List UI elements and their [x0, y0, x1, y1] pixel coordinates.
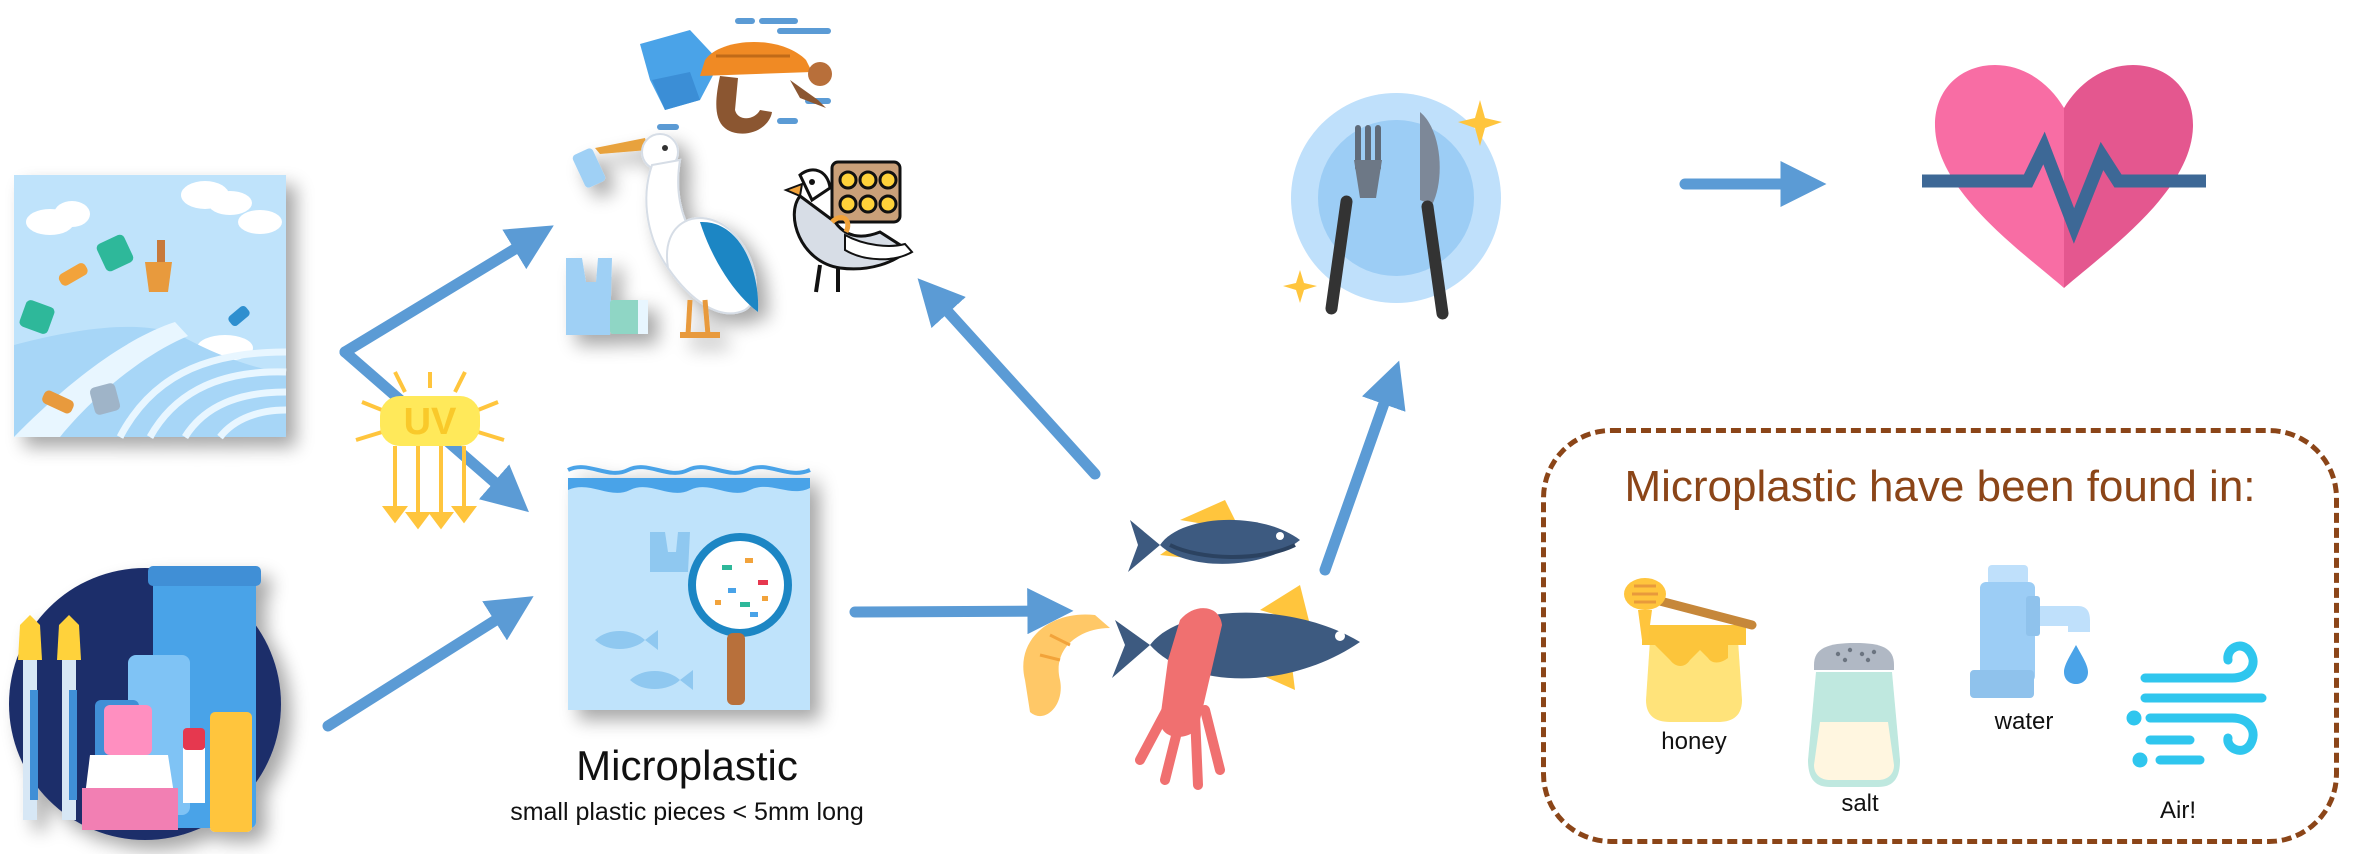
- arrow-cosmetics-to-microplastic: [322, 596, 534, 732]
- seafood-icon: [1023, 500, 1360, 790]
- ocean-plastic-icon: [14, 175, 287, 440]
- microplastic-subtitle: small plastic pieces < 5mm long: [510, 798, 864, 826]
- found-in-water-label: water: [1994, 708, 2054, 735]
- heart-health-icon: [1922, 65, 2206, 288]
- arrow-ocean-to-animals: [339, 225, 554, 358]
- flow-arrows: [322, 160, 1827, 732]
- bird-plastic-icon: [566, 133, 759, 338]
- microplastic-water-icon: [567, 465, 811, 710]
- arrow-seafood-to-birds: [917, 278, 1101, 480]
- faucet-icon: [1970, 565, 2090, 698]
- arrow-microplastic-to-seafood: [849, 588, 1074, 635]
- found-in-box: [1541, 428, 2339, 844]
- salt-shaker-icon: [1808, 643, 1900, 787]
- turtle-plastic-icon: [640, 18, 832, 134]
- found-in-heading: Microplastic have been found in:: [1624, 462, 2256, 511]
- sun-uv-icon: UV: [355, 371, 505, 530]
- plate-cutlery-icon: [1283, 93, 1502, 320]
- found-in-air-label: Air!: [2160, 797, 2196, 824]
- microplastic-title-label: Microplastic: [576, 742, 798, 789]
- arrow-seafood-to-plate: [1319, 360, 1406, 576]
- found-in-honey-label: honey: [1661, 728, 1727, 755]
- honey-jar-icon: [1624, 578, 1757, 722]
- uv-label: UV: [404, 401, 457, 443]
- seagull-icon: [783, 160, 914, 293]
- found-in-salt-label: salt: [1841, 790, 1879, 817]
- wind-icon: [2126, 641, 2267, 768]
- cosmetics-icon: [9, 566, 281, 840]
